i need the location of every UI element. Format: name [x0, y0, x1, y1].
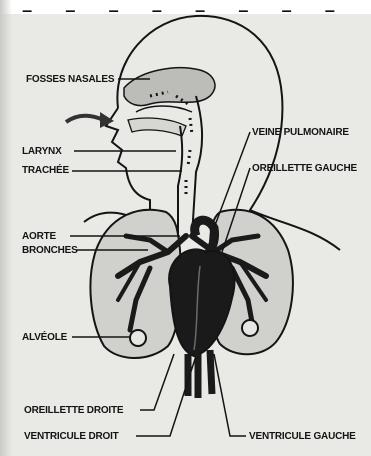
mouth-cavity: [128, 118, 186, 136]
nasal-cavity-inner: [136, 106, 192, 112]
page-shadow: [0, 0, 12, 456]
label-ventricule-gauche: VENTRICULE GAUCHE: [249, 431, 356, 442]
label-veine-pulmonaire: VEINE PULMONAIRE: [252, 127, 349, 138]
pharynx: [192, 96, 202, 236]
alveole-right: [242, 320, 258, 336]
alveole-left: [130, 330, 146, 346]
nasal-cavity: [124, 68, 215, 106]
label-fosses-nasales: FOSSES NASALES: [26, 74, 114, 85]
label-trachee: TRACHÉE: [22, 165, 69, 176]
air-arrow-nose: [66, 116, 104, 122]
label-larynx: LARYNX: [22, 146, 62, 157]
air-flow-dots: [150, 92, 192, 196]
pharynx-front: [178, 126, 182, 236]
label-ventricule-droit: VENTRICULE DROIT: [24, 431, 119, 442]
descending-vessels: [188, 350, 212, 398]
label-oreillette-droite: OREILLETTE DROITE: [24, 405, 123, 416]
label-aorte: AORTE: [22, 231, 56, 242]
label-alveole: ALVÉOLE: [22, 332, 67, 343]
label-oreillette-gauche: OREILLETTE GAUCHE: [252, 163, 357, 174]
label-bronches: BRONCHES: [22, 245, 78, 256]
